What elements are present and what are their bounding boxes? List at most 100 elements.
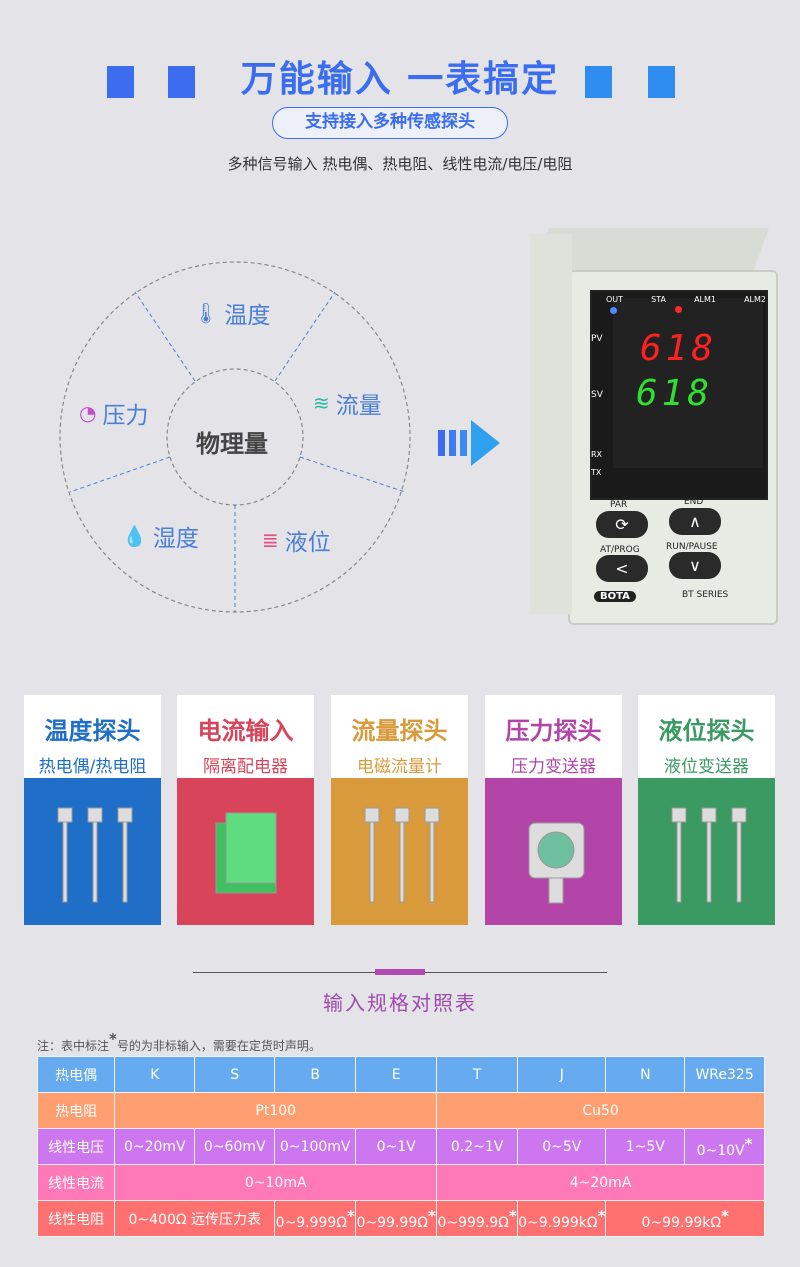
- row-header: 热电阻: [36, 1092, 116, 1129]
- table-cell: 0~100mV: [274, 1128, 357, 1165]
- table-cell: 0~9.999kΩ*: [517, 1200, 607, 1237]
- sensor-card: 液位探头液位变送器: [638, 695, 775, 925]
- table-cell: 0~9.999Ω*: [274, 1200, 357, 1237]
- card-title: 电流输入: [197, 717, 294, 745]
- table-cell: N: [605, 1056, 686, 1093]
- table-cell: 0~10V*: [684, 1128, 765, 1165]
- card-subtitle: 电磁流量计: [357, 757, 442, 777]
- physical-quantity-diagram: [59, 261, 411, 613]
- up-button[interactable]: ∧: [669, 508, 721, 535]
- diagram-item-label: 流量: [335, 393, 382, 419]
- isolator-image: [177, 780, 314, 925]
- decor-square: [168, 66, 195, 98]
- probe-image: [24, 780, 161, 925]
- led-label: OUT: [606, 295, 624, 304]
- table-cell: 0~999.9Ω*: [436, 1200, 519, 1237]
- liquid-level-icon: ≣: [262, 528, 279, 552]
- table-cell: WRe325: [684, 1056, 765, 1093]
- rx-label: RX: [591, 450, 603, 459]
- pv-display: 618: [640, 328, 718, 369]
- diagram-item-label: 液位: [284, 530, 331, 556]
- diagram-item-label: 温度: [224, 303, 271, 329]
- transmitter-image: [485, 780, 622, 925]
- sv-label: SV: [591, 390, 603, 400]
- end-label: END: [684, 497, 704, 507]
- table-cell: S: [194, 1056, 276, 1093]
- row-header: 热电偶: [36, 1056, 116, 1093]
- series-label: BT SERIES: [682, 590, 729, 600]
- row-header: 线性电压: [36, 1128, 116, 1165]
- row-header: 线性电流: [36, 1164, 116, 1201]
- decor-square: [585, 66, 612, 98]
- led-label: ALM1: [694, 295, 716, 304]
- table-cell: 0~10mA: [114, 1164, 438, 1201]
- down-button[interactable]: ∨: [669, 552, 721, 579]
- card-title: 温度探头: [44, 717, 141, 745]
- diagram-item-label: 压力: [102, 403, 149, 429]
- page-title: 万能输入 一表搞定: [240, 59, 560, 100]
- table-cell: Cu50: [436, 1092, 765, 1129]
- sensor-card: 温度探头热电偶/热电阻: [24, 695, 161, 925]
- arrow-right-icon: [438, 420, 500, 466]
- spec-table-title: 输入规格对照表: [323, 991, 477, 1015]
- divider-accent: [375, 969, 425, 975]
- decor-square: [107, 66, 134, 98]
- card-subtitle: 液位变送器: [664, 757, 749, 777]
- table-cell: K: [114, 1056, 196, 1093]
- diagram-center-label: 物理量: [196, 430, 268, 458]
- table-cell: 0~5V: [517, 1128, 607, 1165]
- card-title: 液位探头: [658, 717, 755, 745]
- sensor-card: 流量探头电磁流量计: [331, 695, 468, 925]
- out-led: [610, 307, 617, 314]
- at-prog-label: AT/PROG: [600, 545, 640, 555]
- par-label: PAR: [610, 500, 628, 510]
- table-cell: 0~99.99Ω*: [355, 1200, 438, 1237]
- table-cell: 0~99.99kΩ*: [605, 1200, 765, 1237]
- card-subtitle: 隔离配电器: [203, 757, 288, 777]
- table-cell: J: [517, 1056, 607, 1093]
- row-header: 线性电阻: [36, 1200, 116, 1237]
- tx-label: TX: [591, 468, 602, 477]
- card-title: 流量探头: [351, 717, 448, 745]
- table-cell: 1~5V: [605, 1128, 686, 1165]
- left-button[interactable]: <: [596, 555, 648, 582]
- table-cell: 4~20mA: [436, 1164, 765, 1201]
- table-cell: Pt100: [114, 1092, 438, 1129]
- feature-pill: 支持接入多种传感探头: [272, 107, 508, 139]
- humidity-icon: 💧: [122, 524, 147, 548]
- par-button[interactable]: ⟳: [596, 511, 648, 538]
- sv-display: 618: [636, 373, 714, 414]
- table-cell: 0~60mV: [194, 1128, 276, 1165]
- card-title: 压力探头: [505, 717, 602, 745]
- table-cell: 0~400Ω 远传压力表: [114, 1200, 276, 1237]
- spec-note: 注：表中标注*号的为非标输入，需要在定货时声明。: [37, 1030, 321, 1053]
- brand-logo: BOTA: [594, 591, 636, 602]
- alm1-led: [675, 306, 682, 313]
- table-cell: T: [436, 1056, 519, 1093]
- card-subtitle: 热电偶/热电阻: [38, 757, 147, 777]
- table-cell: 0~1V: [355, 1128, 438, 1165]
- table-cell: 0.2~1V: [436, 1128, 519, 1165]
- subtitle: 多种信号输入 热电偶、热电阻、线性电流/电压/电阻: [227, 155, 573, 173]
- thermometer-icon: 🌡: [193, 301, 219, 325]
- water-flow-icon: ≋: [313, 391, 330, 415]
- led-label: STA: [651, 295, 666, 304]
- pressure-gauge-icon: ◔: [79, 401, 97, 425]
- pv-label: PV: [591, 334, 603, 344]
- card-subtitle: 压力变送器: [511, 757, 596, 777]
- diagram-item-label: 湿度: [152, 526, 199, 552]
- run-pause-label: RUN/PAUSE: [666, 542, 718, 552]
- table-cell: B: [274, 1056, 357, 1093]
- level-image: [638, 780, 775, 925]
- decor-square: [648, 66, 675, 98]
- sensor-card: 压力探头压力变送器: [485, 695, 622, 925]
- sensor-card: 电流输入隔离配电器: [177, 695, 314, 925]
- flowmeter-image: [331, 780, 468, 925]
